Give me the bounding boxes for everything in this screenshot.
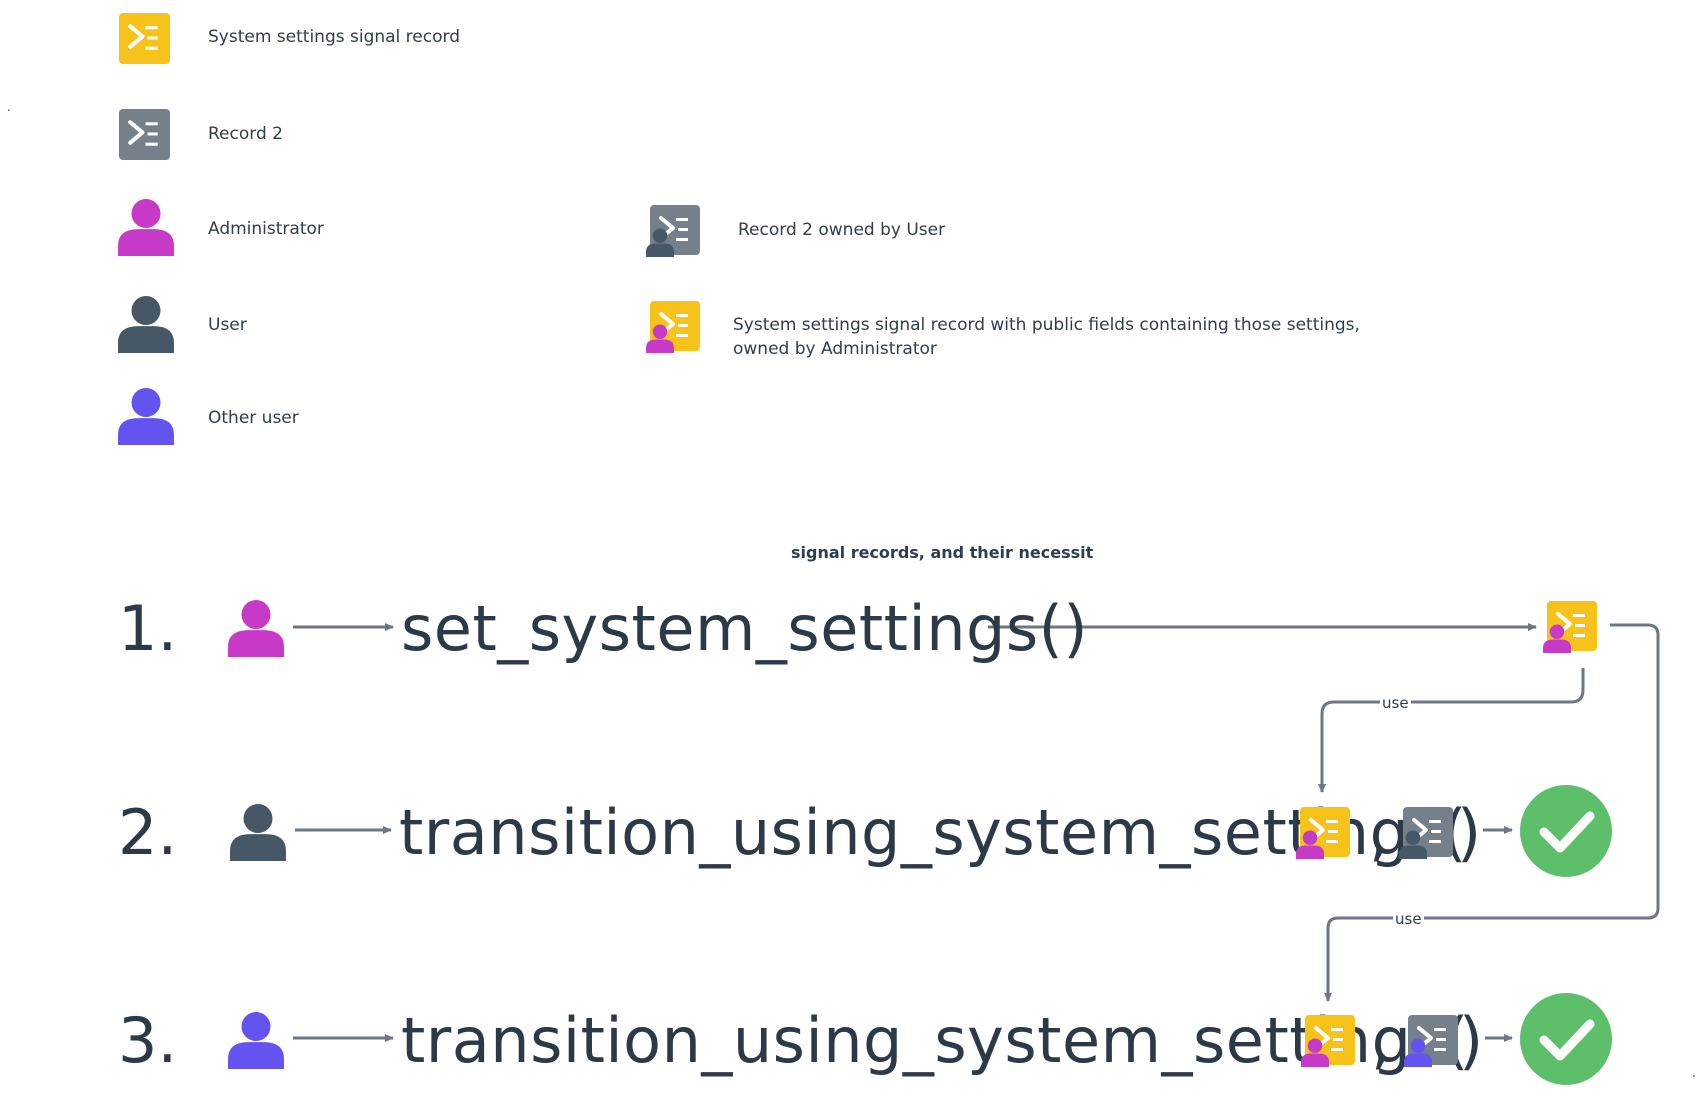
step-1-function-call: set_system_settings() — [401, 592, 1089, 665]
step-2-close-paren: ) — [1457, 796, 1482, 869]
step-3-number: 3. — [118, 1004, 178, 1077]
step-2-function-call: transition_using_system_settings( — [399, 796, 1467, 869]
step-2-success-check-icon — [1520, 785, 1612, 877]
step-3-separator: , — [1371, 1004, 1392, 1077]
step-1-output-settings-record-icon — [1543, 600, 1597, 654]
use-label-1: use — [1380, 694, 1411, 712]
use-connector-1 — [1318, 668, 1585, 793]
use-label-2: use — [1393, 910, 1424, 928]
legend-settings-owned-label-line1: System settings signal record with publi… — [733, 315, 1360, 335]
step-2-number: 2. — [118, 796, 178, 869]
step-3-success-check-icon — [1520, 993, 1612, 1085]
user-icon — [118, 295, 174, 353]
diagram-caption: signal records, and their necessit — [791, 543, 1094, 562]
step-3-function-call: transition_using_system_settings( — [401, 1004, 1469, 1077]
settings-owned-by-admin-icon — [646, 300, 700, 354]
step-2-separator: , — [1369, 796, 1390, 869]
legend-settings-owned-label-line2: owned by Administrator — [733, 339, 937, 359]
record2-owned-by-user-icon — [646, 204, 700, 258]
step-3-other-user-icon — [228, 1011, 284, 1069]
administrator-icon — [118, 198, 174, 256]
legend-record2-label: Record 2 — [208, 124, 283, 144]
legend-user-label: User — [208, 315, 247, 335]
step-2-user-icon — [230, 803, 286, 861]
step-3-arg-record2-icon — [1404, 1014, 1458, 1068]
step-2-arg-settings-record-icon — [1296, 806, 1350, 860]
legend-record2-icon — [119, 109, 170, 160]
legend-other-user-label: Other user — [208, 408, 299, 428]
legend-record2-owned-label: Record 2 owned by User — [738, 220, 946, 240]
step-3-close-paren: ) — [1459, 1004, 1484, 1077]
step-3-arg-settings-record-icon — [1301, 1014, 1355, 1068]
legend-signal-record-icon — [119, 13, 170, 64]
step-2-arg-record2-icon — [1399, 806, 1453, 860]
legend-signal-record-label: System settings signal record — [208, 27, 460, 47]
other-user-icon — [118, 387, 174, 445]
stray-dot-right: . — [1692, 1066, 1696, 1080]
legend-administrator-label: Administrator — [208, 219, 324, 239]
step-1-administrator-icon — [228, 599, 284, 657]
stray-dot-left: . — [7, 100, 11, 114]
step-1-number: 1. — [118, 592, 178, 665]
